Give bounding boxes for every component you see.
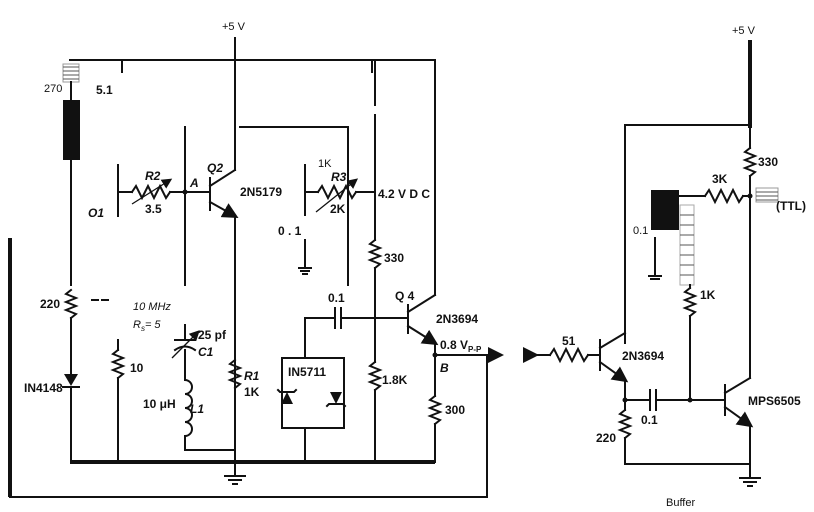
ground-symbol-r3: [298, 267, 312, 275]
v51-label: 5.1: [96, 83, 113, 97]
rs-label: Rs= 5: [133, 319, 161, 333]
c1-label: C1: [198, 345, 214, 359]
resistor-r1: [227, 358, 243, 390]
resistor-220-left: [63, 288, 79, 320]
r3k-label: 3K: [712, 172, 728, 186]
freq-label: 10 MHz: [133, 301, 171, 313]
c01c-label: 0.1: [633, 225, 648, 237]
r1k-buf-label: 1K: [700, 288, 716, 302]
q4-label: Q 4: [395, 289, 415, 303]
r1-label: R1: [244, 369, 260, 383]
c01b-label: 0.1: [328, 291, 345, 305]
schottky-diode-1: [276, 388, 298, 404]
ground-symbol-main: [224, 475, 246, 485]
resistor-10: [110, 339, 126, 463]
r10-label: 10: [130, 361, 144, 375]
diode-pair-label: IN5711: [288, 365, 326, 379]
node-a-label: A: [189, 176, 199, 190]
transistor-buffer-1: [598, 331, 629, 383]
capacitor-c1: [171, 330, 200, 359]
vpp-label: 0.8 VP-P: [440, 338, 482, 354]
q2-label: Q2: [207, 161, 223, 175]
r220a-label: 220: [40, 297, 60, 311]
q4-part-label: 2N3694: [436, 312, 478, 326]
c01d-label: 0.1: [641, 413, 658, 427]
hatched-block: [679, 204, 695, 286]
q-buf1-label: 2N3694: [622, 349, 664, 363]
transistor-mps6505: [723, 376, 754, 428]
resistor-300: [427, 394, 443, 426]
capacitor-01-buffer: [648, 190, 679, 280]
r270-label: 270: [44, 83, 62, 95]
vcc-main-label: +5 V: [222, 21, 246, 33]
resistor-r2: [130, 178, 173, 205]
r1-value: 1K: [244, 385, 260, 399]
resistor-3k: [679, 187, 751, 205]
r2-value: 3.5: [145, 202, 162, 216]
r300-label: 300: [445, 403, 465, 417]
q-buf2-label: MPS6505: [748, 394, 801, 408]
r3-top-label: 1K: [318, 158, 332, 170]
r18k-label: 1.8K: [382, 373, 408, 387]
resistor-1k8: [367, 360, 383, 392]
c01a-label: 0 . 1: [278, 224, 302, 238]
node-b-label: B: [440, 361, 449, 375]
r220b-label: 220: [596, 431, 616, 445]
zener-5v1: [63, 100, 80, 160]
c1-value: 25 pf: [198, 328, 227, 342]
ttl-output-stub: [755, 187, 779, 203]
resistor-220-buffer: [617, 408, 633, 440]
vcc-buffer-label: +5 V: [732, 25, 756, 37]
transistor-q4: [406, 293, 439, 346]
l1-value: 10 μH: [143, 397, 176, 411]
potentiometer-r3: [315, 178, 359, 213]
r330a-label: 330: [384, 251, 404, 265]
buffer-label: Buffer: [666, 497, 695, 509]
r3-value: 2K: [330, 202, 346, 216]
resistor-1k-buffer: [682, 286, 698, 318]
r2-label: R2: [145, 169, 161, 183]
resistor-51: [523, 346, 601, 364]
q1-label: O1: [88, 206, 104, 220]
resistor-270: [62, 63, 80, 83]
q2-part-label: 2N5179: [240, 185, 282, 199]
l1-label: L1: [190, 402, 204, 416]
ttl-label: (TTL): [776, 199, 806, 213]
schottky-diode-2: [325, 392, 347, 408]
r330b-label: 330: [758, 155, 778, 169]
r3-label: R3: [331, 170, 347, 184]
ground-symbol-buffer: [739, 477, 761, 487]
supply-rail-top: [69, 37, 436, 106]
diode-in4148: [62, 374, 80, 388]
resistor-330-buffer: [742, 127, 758, 197]
v42-label: 4.2 V D C: [378, 187, 430, 201]
diode1-label: IN4148: [24, 381, 63, 395]
resistor-330-left: [367, 238, 383, 270]
transistor-q2: [208, 168, 239, 218]
inductor-l1: [183, 378, 193, 438]
r51-label: 51: [562, 334, 576, 348]
